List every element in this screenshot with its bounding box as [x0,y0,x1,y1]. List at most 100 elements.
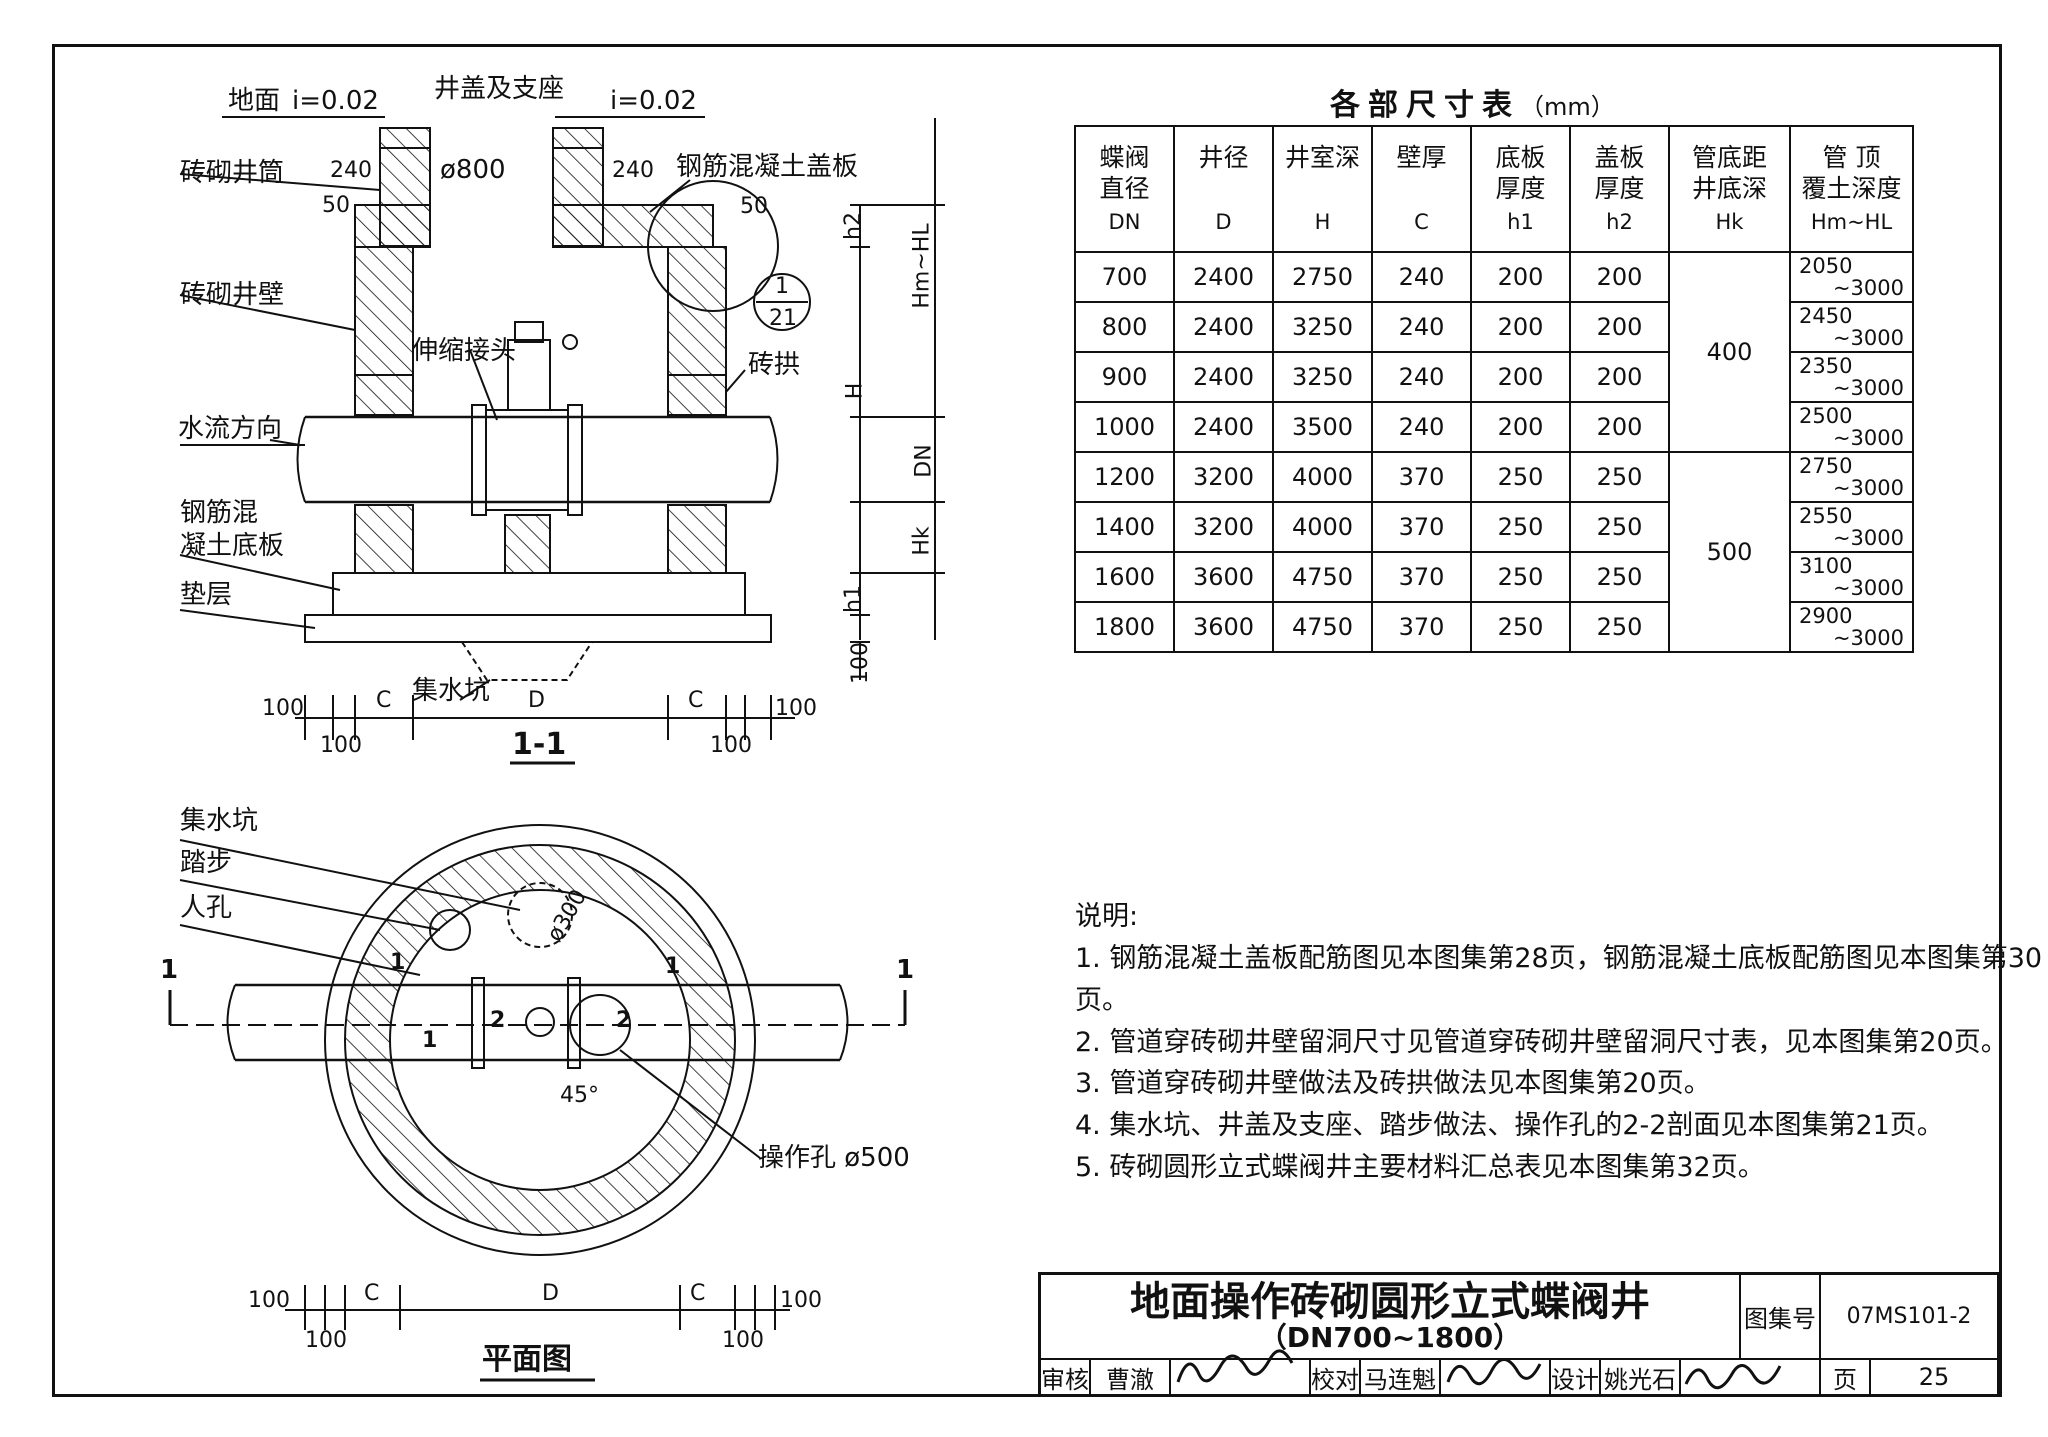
cell-h2: 250 [1569,501,1670,553]
cover-seat-right [552,127,604,149]
cell-h1: 250 [1470,601,1571,653]
notes-heading: 说明: [1075,901,1139,932]
drawing-title: 地面操作砖砌圆形立式蝶阀井 [1130,1278,1650,1325]
design-label: 设计 [1551,1360,1601,1396]
header-symbol: H [1314,209,1331,234]
check-label: 校对 [1311,1360,1361,1396]
cell-hk-group2: 500 [1668,451,1791,653]
sump-outline [461,641,593,681]
drawing-frame [52,44,2002,1397]
label-800: ø800 [440,155,506,185]
cell-c: 370 [1371,501,1472,553]
cell-dn: 1800 [1074,601,1175,653]
chamber-wall-left-lower [354,504,414,574]
cell-h2: 200 [1569,351,1670,403]
section-title: 1-1 [512,727,567,762]
header-name: 底板 厚度 [1495,143,1546,204]
plan-title: 平面图 [482,1342,572,1377]
label-rc-cover: 钢筋混凝土盖板 [676,152,859,182]
plan-label-step: 踏步 [180,848,233,878]
cell-hm: 2900~3000 [1789,601,1914,653]
cell-h: 3500 [1272,401,1373,453]
cell-hk-group1: 400 [1668,251,1791,453]
hm-to: ~3000 [1832,476,1904,500]
chamber-wall-right-upper [667,246,727,416]
leader-wall [179,294,356,331]
dim-section-100d: 100 [710,733,752,758]
drawing-subtitle: （DN700~1800） [1258,1320,1522,1354]
leader-slab [179,554,341,591]
label-240-right: 240 [612,158,654,183]
design-name: 姚光石 [1601,1360,1681,1396]
cell-h1: 200 [1470,351,1571,403]
cell-h: 3250 [1272,301,1373,353]
detail-page: 21 [769,306,797,331]
table-row: 700 2400 2750 240 200 200 400 2050~3000 [1074,251,1914,453]
cell-d: 3200 [1173,501,1274,553]
cell-dn: 1400 [1074,501,1175,553]
table-title: 各部尺寸表（mm） [1330,80,1615,124]
hm-to: ~3000 [1832,426,1904,450]
detail-circle [647,180,779,312]
title-block: 地面操作砖砌圆形立式蝶阀井 （DN700~1800） 图集号 07MS101-2… [1038,1272,1999,1396]
header-symbol: h2 [1606,209,1633,234]
dim-plan-100c: 100 [305,1328,347,1353]
review-label: 审核 [1041,1360,1091,1396]
plan-mark-2a: 2 [490,1008,506,1033]
hm-from: 3100 [1799,553,1853,578]
leader-joint [469,349,498,421]
hm-from: 2450 [1799,303,1853,328]
cover-slab-left [354,204,431,248]
table-row: 1800 3600 4750 370 250 250 2900~3000 [1074,601,1914,653]
cell-h1: 200 [1470,401,1571,453]
label-base-slab: 钢筋混 凝土底板 [180,498,285,561]
valve-top [514,321,544,343]
plan-mark-2b: 2 [616,1008,632,1033]
cell-d: 2400 [1173,301,1274,353]
pipe-end-right [769,416,779,503]
leader-plan-ophole [619,1049,761,1159]
title-cell: 地面操作砖砌圆形立式蝶阀井 （DN700~1800） [1041,1275,1741,1360]
cell-hm: 2050~3000 [1789,251,1914,303]
cell-d: 2400 [1173,401,1274,453]
dim-plan-c1: C [364,1281,380,1306]
hm-to: ~3000 [1832,576,1904,600]
table-row: 800 2400 3250 240 200 200 2450~3000 [1074,301,1914,353]
detail-ref-circle [753,273,811,331]
cell-h2: 250 [1569,551,1670,603]
label-50-left: 50 [322,193,350,218]
label-arch: 砖拱 [748,350,801,380]
dim-section-100c: 100 [320,733,362,758]
cover-seat-left [379,127,431,149]
leader-cushion [179,609,316,629]
cell-c: 240 [1371,251,1472,303]
table-row: 1000 2400 3500 240 200 200 2500~3000 [1074,401,1914,453]
cell-c: 370 [1371,601,1472,653]
dim-section-c1: C [376,688,392,713]
header-name: 井室深 [1284,143,1360,173]
cell-dn: 1000 [1074,401,1175,453]
dim-plan-d: D [542,1281,559,1306]
label-cushion: 垫层 [180,580,233,610]
label-slope-right: i=0.02 [610,86,697,116]
pipe-end-left [296,416,306,503]
table-header: 盖板 厚度 h2 [1569,125,1670,253]
plan-manhole [429,909,471,951]
header-name: 盖板 厚度 [1594,143,1645,204]
design-signature-scribble [1684,1364,1782,1390]
plan-valve-stem [525,1007,555,1037]
cell-hm: 2450~3000 [1789,301,1914,353]
cell-dn: 800 [1074,301,1175,353]
cell-dn: 1200 [1074,451,1175,503]
label-240-left: 240 [330,158,372,183]
hm-from: 2550 [1799,503,1853,528]
cell-c: 240 [1371,351,1472,403]
note-item: 2. 管道穿砖砌井壁留洞尺寸见管道穿砖砌井壁留洞尺寸表，见本图集第20页。 [1075,1026,2008,1058]
table-unit: （mm） [1520,93,1615,121]
label-flow: 水流方向 [178,414,283,444]
